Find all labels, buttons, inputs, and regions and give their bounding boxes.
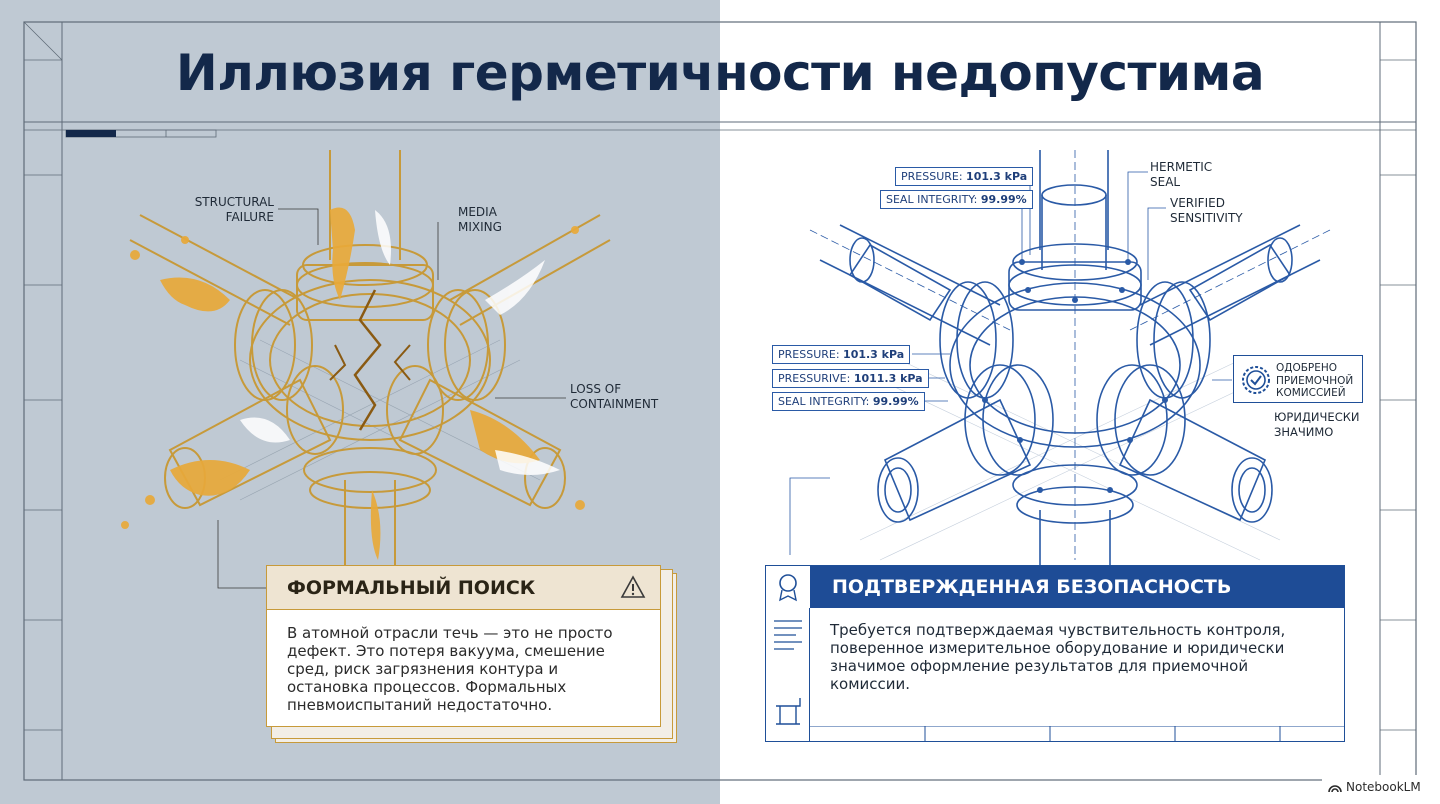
label-verified-sensitivity: VERIFIED SENSITIVITY bbox=[1170, 196, 1243, 225]
card-body: Требуется подтверждаемая чувствительност… bbox=[830, 621, 1286, 693]
card-footer-grid bbox=[810, 726, 1344, 742]
label-media-mixing: MEDIA MIXING bbox=[458, 205, 502, 234]
card-sidebar bbox=[766, 566, 810, 741]
card-body: В атомной отрасли течь — это не просто д… bbox=[287, 624, 613, 714]
tag-pressurive-mid: PRESSURIVE: 1011.3 kPa bbox=[772, 369, 929, 388]
formal-search-card: ФОРМАЛЬНЫЙ ПОИСК В атомной отрасли течь … bbox=[266, 565, 661, 727]
spill-splashes bbox=[121, 207, 585, 560]
card-side-icons bbox=[766, 566, 810, 725]
legal-label: ЮРИДИЧЕСКИ ЗНАЧИМО bbox=[1274, 410, 1360, 439]
card-title: ПОДТВЕРЖДЕННАЯ БЕЗОПАСНОСТЬ bbox=[832, 576, 1232, 598]
warning-icon bbox=[620, 575, 646, 598]
card-header: ФОРМАЛЬНЫЙ ПОИСК bbox=[267, 566, 660, 610]
tag-pressure-top: PRESSURE: 101.3 kPa bbox=[895, 167, 1034, 186]
card-title: ФОРМАЛЬНЫЙ ПОИСК bbox=[287, 576, 536, 599]
tag-pressure-mid: PRESSURE: 101.3 kPa bbox=[772, 345, 911, 364]
label-loss-of-containment: LOSS OF CONTAINMENT bbox=[570, 382, 659, 411]
approval-badge: ОДОБРЕНО ПРИЕМОЧНОЙ КОМИССИЕЙ bbox=[1233, 355, 1363, 403]
badge-check-icon bbox=[1242, 366, 1270, 394]
tag-seal-integrity-mid: SEAL INTEGRITY: 99.99% bbox=[772, 392, 925, 411]
tag-seal-integrity-top: SEAL INTEGRITY: 99.99% bbox=[880, 190, 1033, 209]
notebooklm-logo-icon bbox=[1328, 785, 1342, 793]
verified-safety-card: ПОДТВЕРЖДЕННАЯ БЕЗОПАСНОСТЬ Требуется по… bbox=[765, 565, 1345, 742]
failing-junction-illustration bbox=[129, 150, 611, 575]
notebooklm-watermark: NotebookLM bbox=[1322, 775, 1434, 799]
page-title: Иллюзия герметичности недопустима bbox=[175, 44, 1265, 102]
label-hermetic-seal: HERMETIC SEAL bbox=[1150, 160, 1213, 189]
watermark-text: NotebookLM bbox=[1346, 780, 1421, 794]
card-header bbox=[766, 566, 1344, 608]
label-structural-failure: STRUCTURAL FAILURE bbox=[194, 195, 274, 224]
badge-text: ОДОБРЕНО ПРИЕМОЧНОЙ КОМИССИЕЙ bbox=[1276, 362, 1354, 399]
